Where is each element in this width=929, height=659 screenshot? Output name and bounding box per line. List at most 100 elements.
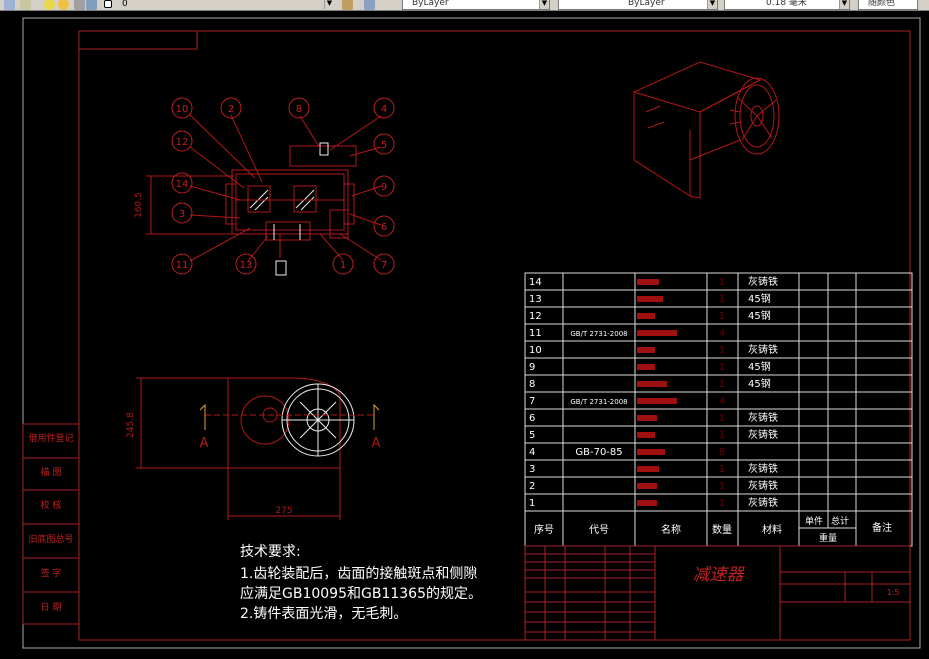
balloon-circle [171, 97, 193, 119]
balloon-label: 10 [176, 104, 189, 115]
balloon-label: 12 [176, 137, 189, 148]
layer-value: 0 [122, 0, 128, 9]
bom-cell-material: 灰铸铁 [748, 343, 778, 356]
bom-cell-code: GB/T 2731-2008 [570, 398, 627, 406]
bom-cell-no: 2 [529, 481, 535, 492]
balloon-label: 4 [381, 104, 387, 115]
balloon-circle [235, 253, 257, 275]
bom-cell-material: 灰铸铁 [748, 275, 778, 288]
bom-cell-qty: 1 [719, 430, 725, 441]
balloon-circle [373, 175, 395, 197]
side-view [136, 377, 380, 520]
layer-dropdown-arrow[interactable]: ▼ [324, 0, 334, 9]
balloon-label: 6 [381, 222, 387, 233]
bom-header-no: 序号 [534, 523, 554, 536]
bom-cell-material: 45钢 [748, 377, 771, 390]
lineweight-combo-value: 0.18 毫米 [766, 0, 807, 8]
bom-cell-qty: 1 [719, 498, 725, 509]
sun-icon[interactable] [58, 0, 69, 10]
bom-table [524, 272, 913, 547]
balloon-label: 2 [228, 104, 234, 115]
bom-cell-material: 灰铸铁 [748, 462, 778, 475]
bom-cell-qty: 1 [719, 277, 725, 288]
frame-corner-box [78, 30, 198, 50]
tech-note-line: 1.齿轮装配后，齿面的接触斑点和侧隙 [240, 566, 478, 582]
balloon-circle [332, 253, 354, 275]
balloon-label: 11 [176, 260, 189, 271]
linetype-combo[interactable]: ByLayer ▼ [558, 0, 718, 10]
balloon-circle [373, 215, 395, 237]
bom-header-code: 代号 [589, 524, 609, 536]
balloon-circle [373, 253, 395, 275]
bom-header-qty: 数量 [712, 523, 732, 536]
bom-cell-no: 1 [529, 498, 535, 509]
title-block [524, 545, 911, 641]
left-panel-label: 旧底图总号 [28, 535, 74, 545]
bom-cell-no: 10 [529, 345, 542, 356]
bom-cell-code: GB/T 2731-2008 [570, 330, 627, 338]
isometric-view [632, 61, 780, 199]
bom-cell-material: 灰铸铁 [748, 411, 778, 424]
balloon-label: 1 [340, 260, 346, 271]
table-row: 3 1 灰铸铁 [529, 462, 778, 475]
color-swatch-icon [104, 0, 112, 8]
bom-cell-qty: 1 [719, 311, 725, 322]
bom-cell-material: 45钢 [748, 292, 771, 305]
bom-cell-qty: 4 [719, 396, 725, 407]
bom-cell-no: 12 [529, 311, 542, 322]
lineweight-combo-arrow[interactable]: ▼ [839, 0, 849, 9]
bom-cell-qty: 1 [719, 464, 725, 475]
table-row: 14 1 灰铸铁 [529, 275, 778, 288]
linetype-combo-value: ByLayer [628, 0, 665, 8]
bom-cell-qty: 1 [719, 294, 725, 305]
title-block-name: 减速器 [693, 565, 746, 585]
section-label-left: A [200, 436, 209, 451]
balloon-label: 5 [381, 140, 387, 151]
bom-cell-material: 灰铸铁 [748, 496, 778, 509]
printer-icon[interactable] [86, 0, 97, 10]
linetype-combo-arrow[interactable]: ▼ [707, 0, 717, 9]
lock-icon[interactable] [74, 0, 85, 10]
left-panel-label: 校 核 [40, 501, 62, 511]
bom-cell-no: 13 [529, 294, 542, 305]
bom-cell-no: 3 [529, 464, 535, 475]
color-combo[interactable]: ByLayer ▼ [402, 0, 550, 10]
balloon-circle [171, 202, 193, 224]
color-combo-arrow[interactable]: ▼ [539, 0, 549, 9]
plotstyle-combo[interactable]: 随颜色 [858, 0, 918, 10]
layer-manager-icon[interactable] [4, 0, 15, 10]
bom-header-material: 材料 [762, 523, 782, 536]
bom-cell-no: 14 [529, 277, 542, 288]
table-row: 1 1 灰铸铁 [529, 496, 778, 509]
drawing-canvas[interactable]: 160.5 10 2 8 4 12 5 14 9 3 [0, 12, 929, 659]
bom-header-unit: 单件 [805, 515, 823, 527]
balloon-label: 8 [296, 104, 302, 115]
table-row: 13 1 45钢 [529, 292, 771, 305]
lineweight-combo[interactable]: 0.18 毫米 ▼ [724, 0, 850, 10]
left-panel-label: 日 期 [40, 603, 62, 613]
balloon-circle [288, 97, 310, 119]
balloon-label: 3 [179, 209, 185, 220]
bom-header-total: 总计 [831, 515, 849, 527]
front-section-view [146, 142, 357, 276]
bom-name-marks [637, 279, 677, 506]
left-side-panel [22, 423, 80, 625]
bom-cell-material: 灰铸铁 [748, 479, 778, 492]
balloon-label: 14 [176, 179, 189, 190]
bom-cell-qty: 1 [719, 362, 725, 373]
bom-cell-qty: 4 [719, 328, 725, 339]
bom-cell-code: GB-70-85 [575, 447, 622, 458]
lightbulb-icon[interactable] [44, 0, 55, 10]
layer-state-icon[interactable] [20, 0, 31, 10]
layer-previous-icon[interactable] [364, 0, 375, 10]
make-current-layer-icon[interactable] [342, 0, 353, 10]
